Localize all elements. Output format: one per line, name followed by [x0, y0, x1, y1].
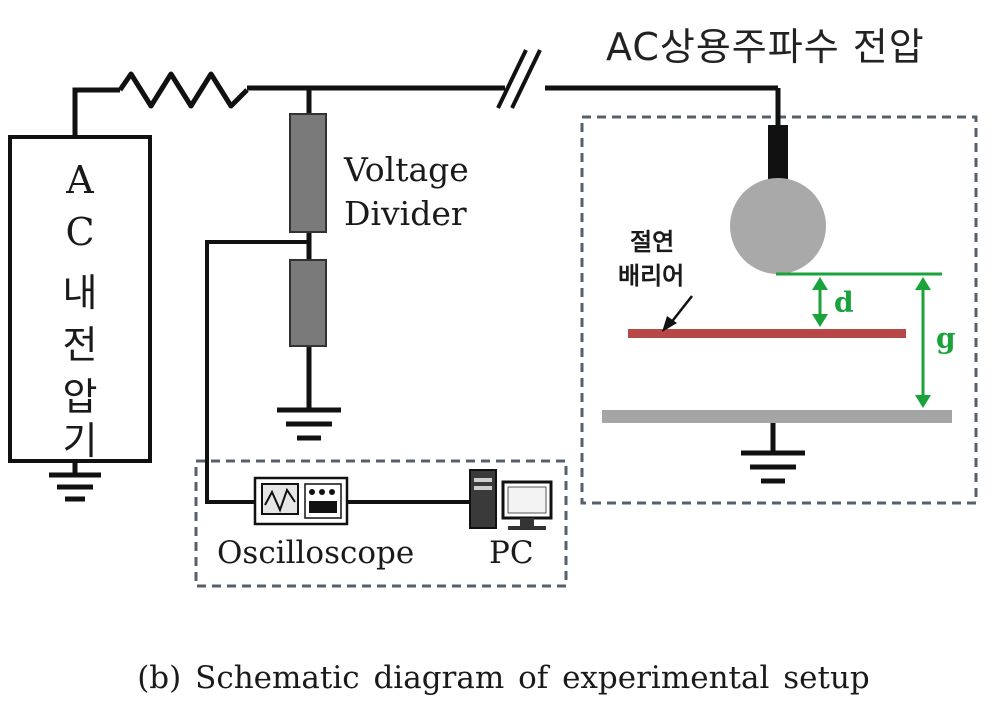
divider-label: Voltage [344, 150, 469, 189]
oscilloscope-icon [253, 476, 349, 526]
divider-resistor-lower [289, 259, 327, 347]
break-mark-1 [496, 49, 528, 109]
measurement-box [194, 459, 568, 588]
source-label-char: 전 [62, 323, 98, 367]
plate-ground-symbol [741, 450, 805, 484]
break-mark-2 [510, 49, 542, 109]
insulation-barrier [628, 329, 906, 338]
sphere-electrode [730, 178, 826, 274]
oscilloscope-label: Oscilloscope [217, 535, 415, 571]
series-resistor [117, 71, 249, 109]
divider-ground-symbol [277, 407, 341, 441]
source-label-char: 내 [62, 271, 98, 315]
dimension-g-arrow-bottom [915, 395, 931, 408]
source-label-char: 압 [62, 375, 98, 419]
source-label-char: C [65, 210, 95, 254]
pc-icon [469, 469, 553, 530]
barrier-pointer-arrow [669, 295, 693, 325]
barrier-label: 절연 [630, 228, 675, 256]
supply-voltage-title: AC상용주파수 전압 [606, 25, 925, 69]
dimension-d-arrow-bottom [812, 314, 828, 327]
ground-plate [602, 410, 952, 423]
pc-label: PC [489, 535, 534, 571]
dimension-d-arrow-top [812, 277, 828, 290]
divider-label: Divider [344, 194, 467, 233]
divider-resistor-upper [289, 113, 327, 233]
dimension-g-arrow-top [915, 277, 931, 290]
ac-source-box [8, 135, 152, 463]
source-label-char: 기 [62, 419, 98, 463]
source-ground-symbol [49, 472, 101, 502]
hv-rod [768, 125, 788, 181]
barrier-pointer-head [662, 316, 677, 332]
barrier-label: 배리어 [618, 262, 685, 290]
gap-g-label: g [936, 322, 956, 355]
source-lead-wire [72, 87, 120, 137]
probe-wire [205, 240, 470, 504]
gap-d-label: d [834, 286, 854, 319]
source-label-char: A [66, 158, 94, 202]
figure-caption: (b) Schematic diagram of experimental se… [137, 660, 870, 696]
